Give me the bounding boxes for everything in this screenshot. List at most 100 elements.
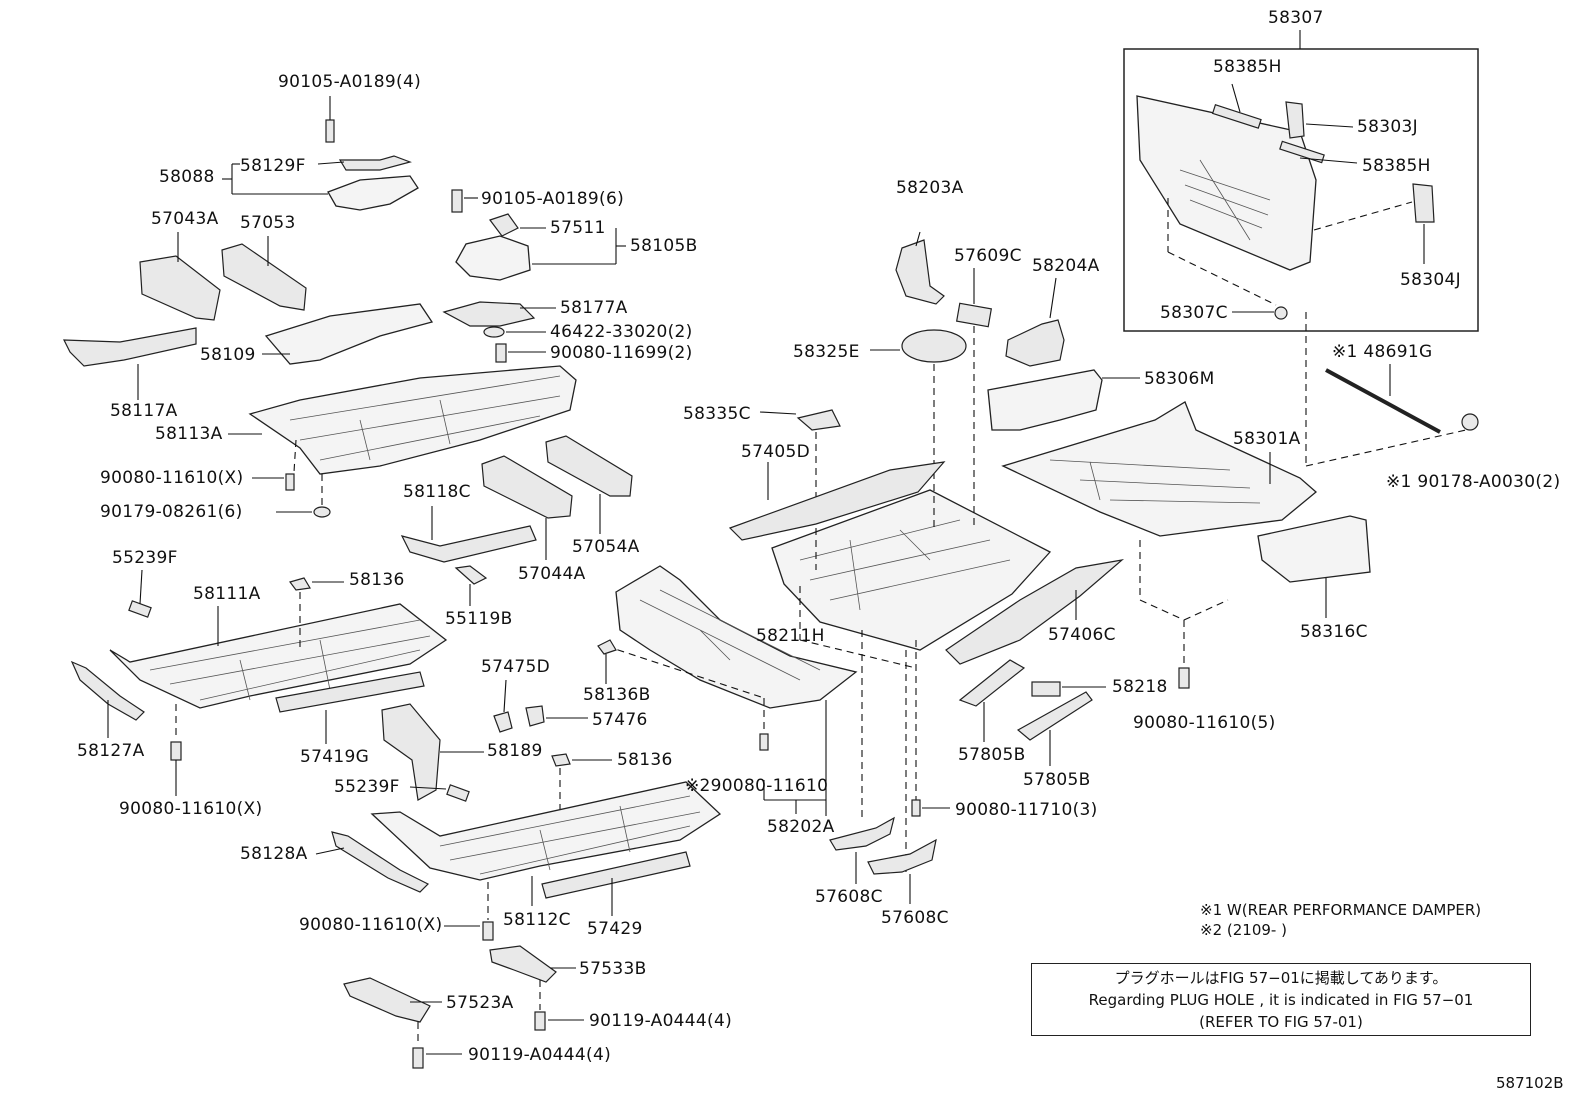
sill-57419G [275,671,425,713]
part-label-58385H_b: 58385H [1362,156,1431,176]
bracket-58105B [455,235,531,281]
bracket-57511 [489,213,519,237]
part-label-57053: 57053 [240,213,296,233]
part-label-57406C: 57406C [1048,625,1116,645]
plug-58136B [597,639,617,655]
bolt-90105-6 [451,189,463,213]
panel-58307 [1136,95,1317,271]
part-label-57054A: 57054A [572,537,640,557]
part-label-58204A: 58204A [1032,256,1100,276]
bar-58385H-top [1211,104,1262,129]
sill-57429 [541,851,691,899]
bracket-57533B [489,945,557,983]
part-label-90178: ※1 90178-A0030(2) [1386,472,1561,492]
rail-58127A [70,660,145,721]
panel-58203A [895,239,945,305]
footnote-1: ※1 W(REAR PERFORMANCE DAMPER) [1200,901,1482,919]
part-label-90080_X2: 90080-11610(X) [119,799,263,819]
panel-58316C [1257,515,1371,583]
bracket-57608C-b [867,838,937,875]
bracket-58189 [381,703,441,801]
part-label-90179: 90179-08261(6) [100,502,243,522]
member-57043A [139,255,221,321]
part-label-58306M: 58306M [1144,369,1215,389]
damper-48691G [1325,368,1441,434]
bolt-90080-X1 [285,473,295,491]
part-label-90080_2: ※290080-11610 [685,776,829,796]
note-english: Regarding PLUG HOLE , it is indicated in… [1088,991,1474,1009]
part-label-58177A: 58177A [560,298,628,318]
part-label-58335C: 58335C [683,404,751,424]
part-label-58211H: 58211H [756,626,825,646]
part-label-58111A: 58111A [193,584,261,604]
bolt-90119-a [534,1011,546,1031]
rail-58118C [400,525,537,563]
nut-90179 [313,506,331,518]
clip-55239F-a [128,600,152,618]
rail-58128A [331,831,430,893]
bracket-58304J [1412,183,1435,223]
pad-58218 [1031,681,1061,697]
nut-90178 [1461,413,1479,431]
plug-58136-a [288,577,311,591]
member-57054A [545,435,633,497]
washer-46422 [483,326,505,338]
bracket-58129F [338,155,412,171]
part-label-46422: 46422-33020(2) [550,322,693,342]
part-label-58109: 58109 [200,345,256,365]
part-label-57608C_b: 57608C [881,908,949,928]
part-label-48691G: ※1 48691G [1332,342,1433,362]
part-label-58316C: 58316C [1300,622,1368,642]
bolt-90080-5 [1178,667,1190,689]
bolt-90080-3 [911,799,921,817]
part-label-57476: 57476 [592,710,648,730]
part-label-57405D: 57405D [741,442,810,462]
part-label-57044A: 57044A [518,564,586,584]
footnotes: ※1 W(REAR PERFORMANCE DAMPER) ※2 (2109- … [1200,900,1481,940]
bracket-58204A [1005,319,1065,367]
bracket-57523A [343,977,431,1023]
part-label-90080_X3: 90080-11610(X) [299,915,443,935]
cross-58109 [264,303,434,365]
part-label-57805B_b: 57805B [1023,770,1091,790]
part-label-57475D: 57475D [481,657,550,677]
bracket-58303J [1285,101,1305,139]
note-reference: (REFER TO FIG 57-01) [1199,1013,1363,1031]
part-label-57805B_a: 57805B [958,745,1026,765]
part-label-58301A: 58301A [1233,429,1301,449]
part-label-58117A: 58117A [110,401,178,421]
plug-hole-note: プラグホールはFIG 57−01に掲載してあります。 Regarding PLU… [1031,963,1531,1036]
part-label-55119B: 55119B [445,609,513,629]
part-label-58105B: 58105B [630,236,698,256]
part-label-57043A: 57043A [151,209,219,229]
bracket-58088 [327,175,419,211]
part-label-58113A: 58113A [155,424,223,444]
member-57053 [221,243,307,311]
part-label-58112C: 58112C [503,910,571,930]
part-label-90080_X1: 90080-11610(X) [100,468,244,488]
clip-55239F-b [446,784,470,802]
part-label-58129F: 58129F [240,156,306,176]
part-label-58303J: 58303J [1357,117,1418,137]
part-label-90105_6: 90105-A0189(6) [481,189,625,209]
part-label-90080_5: 90080-11610(5) [1133,713,1276,733]
bolt-90080-11699 [495,343,507,363]
footnote-2: ※2 (2109- ) [1200,921,1287,939]
plate-57475D [493,711,513,733]
part-label-90080_3: 90080-11710(3) [955,800,1098,820]
part-label-90119_a: 90119-A0444(4) [589,1011,733,1031]
part-label-90119_b: 90119-A0444(4) [468,1045,612,1065]
front-floor-58111A [109,603,448,709]
plug-58307C [1274,306,1288,320]
group-box-58307 [1123,48,1479,332]
bolt-90080-X3 [482,921,494,941]
center-floor-58211H [771,489,1052,651]
bolt-90080-X2 [170,741,182,761]
part-label-58128A: 58128A [240,844,308,864]
part-label-90080_2b: 90080-11699(2) [550,343,693,363]
front-floor-58112C [370,781,722,881]
part-label-58088: 58088 [159,167,215,187]
part-label-58304J: 58304J [1400,270,1461,290]
part-label-57511: 57511 [550,218,606,238]
